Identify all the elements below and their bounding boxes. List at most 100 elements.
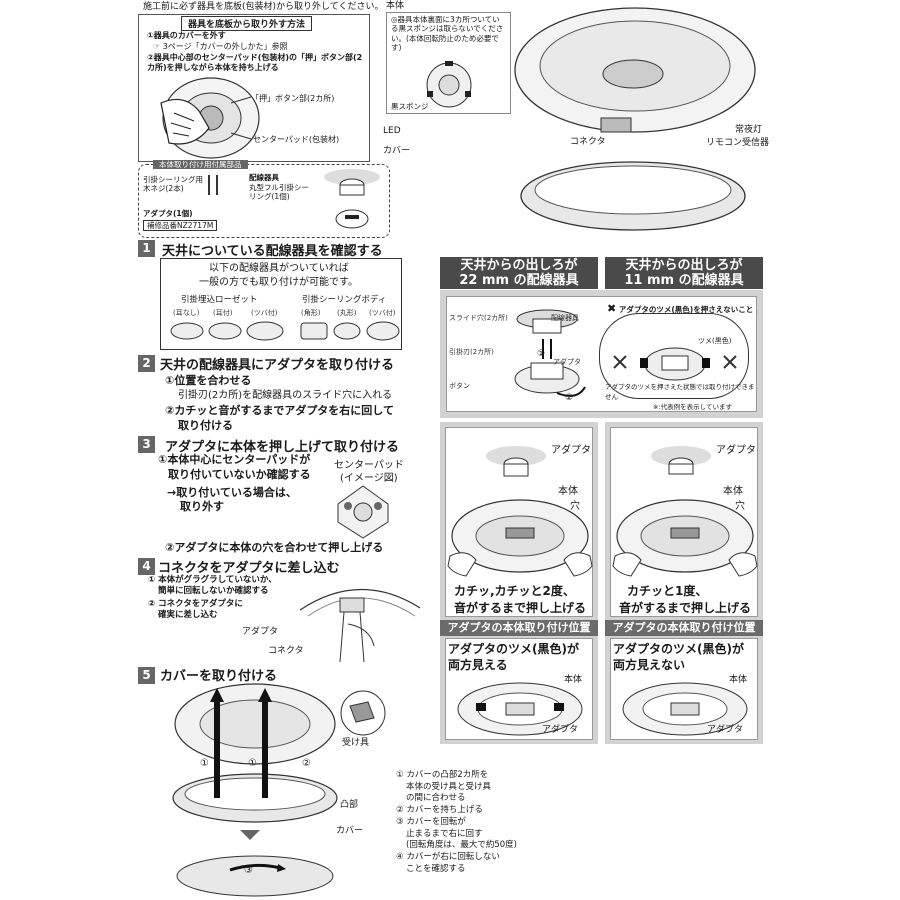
center-pad-illustration (337, 485, 389, 539)
note-line: (回転角度は、最大で約50度) (406, 840, 517, 851)
warning-text: ✖ アダプタのツメ(黒色)を押さえないこと (607, 302, 753, 315)
step3-item2: ②アダプタに本体の穴を合わせて押し上げる (165, 541, 384, 554)
adapter-label: アダプタ(1個) (143, 209, 193, 218)
step5-notes: ① カバーの凸部2カ所を 本体の受け具と受け具 の間に合わせる ② カバーを持ち… (396, 770, 556, 875)
remove-box-title: 器具を底板から取り外す方法 (181, 16, 313, 31)
step1-number: 1 (138, 240, 155, 257)
push-button-label: 「押」ボタン部(2カ所) (251, 94, 335, 103)
step4-item2-line2: 確実に差し込む (158, 610, 218, 620)
sponge-label: 黒スポンジ (391, 102, 429, 111)
col-a-claw-line1: アダプタのツメ(黒色)が (448, 642, 579, 656)
col-a-header-line2: 22 mm の配線器具 (459, 273, 579, 288)
col-a-push-box: アダプタ 本体 穴 カチッ,カチッと2度、 音がするまで押し上げる (445, 427, 593, 617)
col-b-click-line2: 音がするまで押し上げる (619, 601, 752, 615)
ceiling-type-3: (ツバ付) (369, 309, 396, 317)
step2-item2-line1: ②カチッと音がするまでアダプタを右に回して (165, 404, 394, 417)
col-b-pos-box: アダプタのツメ(黒色)が 両方見えない 本体 アダプタ (610, 638, 758, 740)
cover-circle-1b: ① (248, 758, 257, 769)
remove-step1: ①器具のカバーを外す (147, 31, 226, 40)
col-b-hole-label: 穴 (735, 501, 745, 512)
example-note: ※:代表例を表示しています (653, 403, 732, 411)
note-line: の間に合わせる (406, 793, 466, 804)
step5-cover-label: カバー (336, 826, 364, 836)
pad-label-line1: センターパッド (334, 460, 404, 471)
fixture-types-illustration (170, 321, 400, 341)
col-a-pos-box: アダプタのツメ(黒色)が 両方見える 本体 アダプタ (445, 638, 593, 740)
col-b-claw-line2: 両方見えない (613, 658, 686, 672)
col-a-header: 天井からの出しろが 22 mm の配線器具 (440, 257, 598, 289)
button-label: ボタン (449, 382, 470, 390)
center-pad-label: センターパッド(包装材) (253, 135, 340, 144)
ceiling-body-title: 引掛シーリングボディ (302, 295, 387, 305)
col-b-panel: アダプタ 本体 穴 カチッと1度、 音がするまで押し上げる アダプタの本体取り付… (605, 422, 763, 744)
slide-hole-label: スライド穴(2カ所) (449, 314, 508, 322)
col-b-header-line1: 天井からの出しろが (625, 258, 743, 273)
step1-title: 天井についている配線器具を確認する (162, 244, 383, 259)
col-b-pos-adapter-label: アダプタ (707, 725, 744, 735)
step4-number: 4 (138, 558, 155, 575)
step4-item1-line1: ① 本体がグラグラしていないか、 (148, 575, 277, 585)
step3-item1-line1: ①本体中心にセンターパッドが (158, 453, 311, 466)
connector-label: コネクタ (570, 137, 606, 147)
warning-text-label: アダプタのツメ(黒色)を押さえないこと (618, 305, 754, 314)
step3-number: 3 (138, 436, 155, 453)
step3-item1-arrow-line1: →取り付いている場合は、 (167, 486, 297, 499)
product-body-illustration (514, 7, 756, 231)
col-a-click-line2: 音がするまで押し上げる (454, 601, 587, 615)
warning-bubble: ツメ(黒色) (599, 313, 749, 399)
diagram-circle-1: ① (537, 349, 546, 359)
col-b-pos-illustration (622, 682, 748, 736)
fixture-desc: 丸型フル引掛シーリング(1個) (249, 183, 309, 202)
step3-item1-line2: 取り付いていないか確認する (168, 468, 311, 481)
step2-item1-sub: 引掛刃(2カ所)を配線器具のスライド穴に入れる (178, 390, 393, 401)
col-b-push-box: アダプタ 本体 穴 カチッと1度、 音がするまで押し上げる (610, 427, 758, 617)
step2-item1: ①位置を合わせる (165, 374, 252, 387)
col-b-adapter-label: アダプタ (716, 445, 756, 456)
note-line: ③ カバーを回転が (396, 816, 466, 827)
ceiling-type-1: (角形) (301, 309, 321, 317)
nightlight-label: 常夜灯 (735, 125, 763, 135)
note-line: ① カバーの凸部2カ所を (396, 770, 489, 780)
col-b-body-label: 本体 (723, 486, 743, 497)
parts-box: 本体取り付け用付属部品 引掛シーリング用木ネジ(2本) 配線器具 丸型フル引掛シ… (138, 160, 390, 238)
col-a-panel: アダプタ 本体 穴 カチッ,カチッと2度、 音がするまで押し上げる アダプタの本… (440, 422, 598, 744)
step4-connector-label: コネクタ (268, 646, 304, 656)
col-b-header: 天井からの出しろが 11 mm の配線器具 (605, 257, 763, 289)
remote-receiver-label: リモコン受信器 (706, 138, 770, 148)
col-a-adapter-label: アダプタ (551, 445, 591, 456)
col-b-push-illustration (612, 446, 758, 577)
led-label: LED (383, 126, 401, 136)
step1-desc-line1: 以下の配線器具がついていれば (209, 263, 349, 274)
note-line: 本体の受け具と受け具 (406, 781, 492, 792)
note-line: 止まるまで右に回す (406, 828, 483, 839)
col-b-click-line1: カチッと1度、 (627, 584, 708, 598)
rosette-type-2: (耳付) (213, 309, 233, 317)
col-a-pos-header: アダプタの本体取り付け位置 (440, 620, 598, 636)
common-panel-inner: スライド穴(2カ所) 配線器具 引掛刃(2カ所) アダプタ ボタン ① ② ツメ… (446, 296, 757, 412)
step1-desc-line2: 一般の方でも取り付けが可能です。 (199, 277, 358, 288)
step3-title: アダプタに本体を押し上げて取り付ける (165, 440, 400, 455)
step2-item2-line2: 取り付ける (178, 419, 233, 432)
cover-circle-3: ③ (244, 865, 253, 876)
fixture-title: 配線器具 (249, 173, 279, 182)
body-label: 本体 (386, 1, 405, 11)
cover-circle-2: ② (302, 758, 311, 769)
claw-label: ツメ(黒色) (698, 337, 732, 345)
cover-install-illustration (172, 683, 338, 897)
convex-label: 凸部 (340, 800, 359, 810)
step4-item1-line2: 簡単に回転しないか確認する (158, 586, 269, 596)
diagram-adapter-label: アダプタ (553, 358, 581, 366)
step5-number: 5 (138, 667, 155, 684)
col-a-claw-line2: 両方見える (448, 658, 508, 672)
col-a-click-line1: カチッ,カチッと2度、 (454, 584, 575, 598)
col-a-header-line1: 天井からの出しろが (460, 258, 578, 273)
col-a-hole-label: 穴 (570, 501, 580, 512)
screw-label: 引掛シーリング用木ネジ(2本) (143, 175, 203, 194)
remove-step1-ref: ☞ 3ページ「カバーの外しかた」参照 (153, 42, 288, 51)
note-line: ② カバーを持ち上げる (396, 805, 483, 816)
rosette-type-1: (耳なし) (173, 309, 200, 317)
remove-instructions-box: 器具を底板から取り外す方法 ①器具のカバーを外す ☞ 3ページ「カバーの外しかた… (138, 14, 370, 162)
x-icon: ✖ (607, 302, 617, 315)
receiver-label: 受け具 (342, 738, 370, 748)
sponge-illustration (426, 61, 472, 108)
